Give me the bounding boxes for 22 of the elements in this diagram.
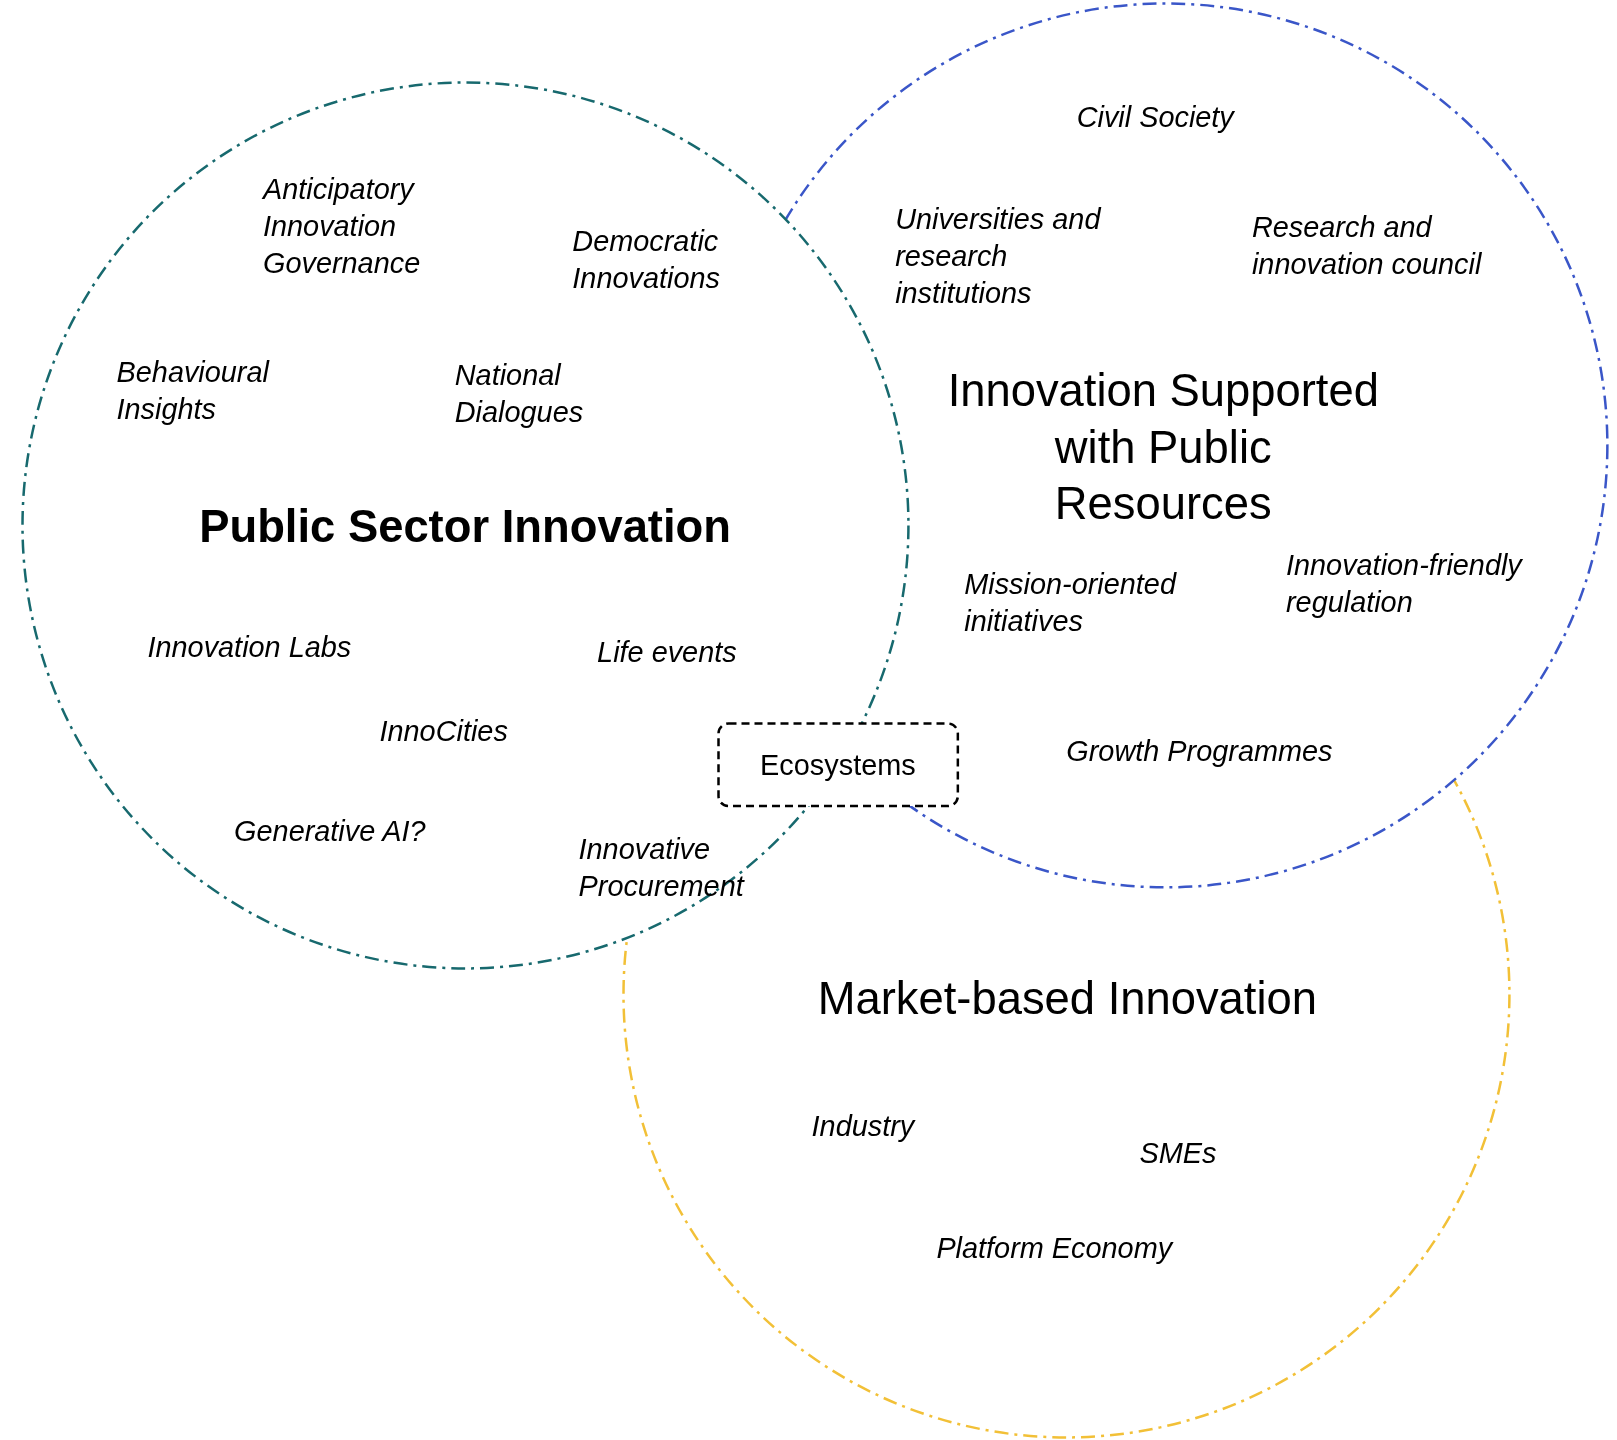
item-label: Platform Economy [936,1231,1173,1267]
item-label: Universities and research institutions [895,202,1103,311]
item-label: Growth Programmes [1066,734,1333,770]
item-label: Research and innovation council [1251,210,1483,283]
item-label: SMEs [1139,1136,1217,1172]
item-label: InnoCities [379,713,508,749]
circle-heading: Public Sector Innovation [198,500,732,555]
item-label: Generative AI? [234,813,426,849]
box-label: Ecosystems [759,747,917,783]
item-label: Innovation-friendly regulation [1285,547,1524,620]
item-label: Life events [597,635,737,671]
item-label: Democratic Innovations [572,223,721,296]
item-label: Innovation Labs [147,630,352,666]
item-label: National Dialogues [454,357,585,430]
item-label: Industry [811,1108,915,1144]
circle-heading: Market-based Innovation [816,972,1318,1027]
item-label: Behavioural Insights [116,354,271,427]
item-label: Anticipatory Innovation Governance [262,172,422,282]
circle-heading: Innovation Supported with Public Resources [946,364,1380,532]
item-label: Civil Society [1076,100,1234,135]
item-label: Innovative Procurement [578,832,746,905]
item-label: Mission-oriented initiatives [964,567,1178,640]
